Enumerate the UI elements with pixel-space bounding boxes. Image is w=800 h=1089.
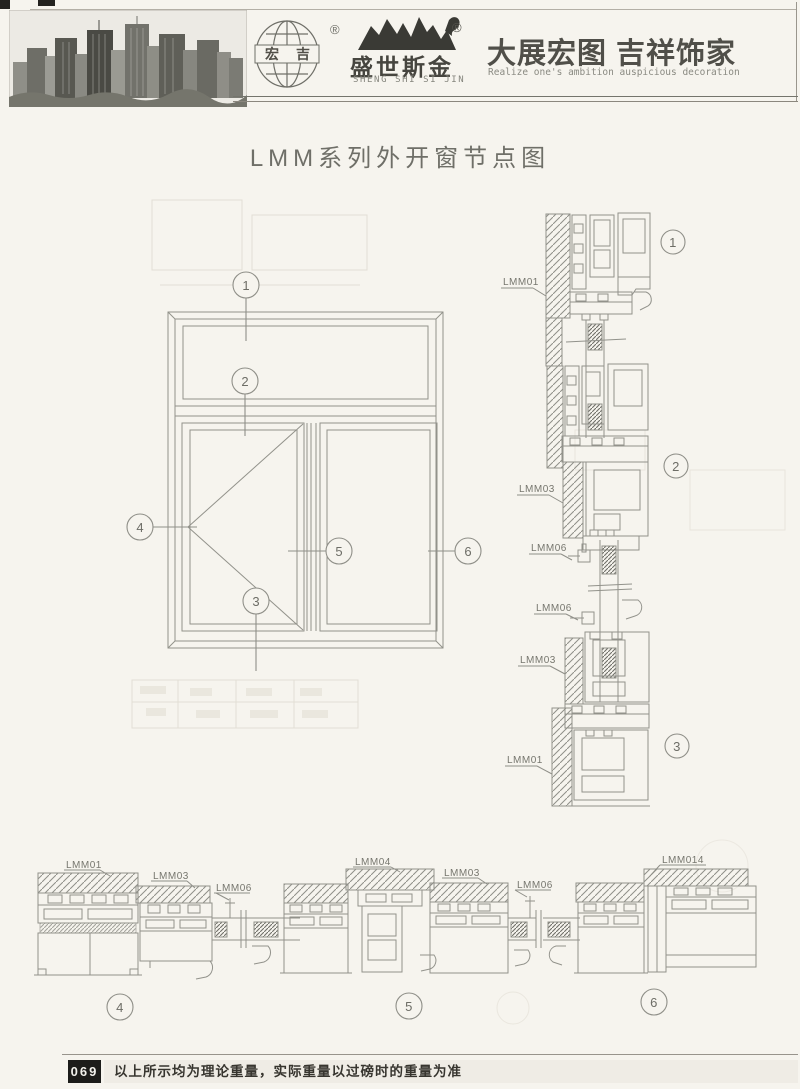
profile-label: LMM06 — [517, 880, 553, 891]
header-top-rule — [30, 9, 796, 10]
break-line — [565, 338, 627, 343]
footer-bar — [104, 1060, 798, 1083]
horizontal-detail-6 — [543, 868, 757, 974]
callout-2: 2 — [241, 374, 248, 389]
horizontal-section-annotations: LMM01 LMM03 LMM06 LMM04 LMM03 LMM06 LMM0… — [64, 855, 706, 1021]
shengshisijin-mountain-logo — [358, 17, 460, 50]
print-mark — [38, 0, 55, 6]
profile-label: LMM03 — [519, 484, 555, 495]
profile-label: LMM01 — [507, 755, 543, 766]
brand-name-cn: 盛世斯金 — [350, 54, 454, 80]
opening-symbol — [187, 526, 304, 631]
transom-panel — [182, 325, 429, 400]
callout-5: 5 — [335, 544, 342, 559]
window-elevation — [167, 311, 444, 649]
profile-label: LMM01 — [503, 277, 539, 288]
casement-sash-inner — [189, 429, 298, 625]
profile-label: LMM01 — [66, 860, 102, 871]
section-circle-4: 4 — [116, 1000, 124, 1015]
break-line — [587, 583, 633, 587]
horizontal-detail-4 — [34, 872, 300, 980]
profile-label: LMM06 — [216, 883, 252, 894]
brand-name-en: SHENG SHI SI JIN — [353, 75, 466, 85]
callout-6: 6 — [464, 544, 471, 559]
footer-rule — [62, 1054, 798, 1055]
page-title: LMM系列外开窗节点图 — [249, 145, 551, 172]
horizontal-section-details — [34, 868, 757, 980]
section-circle-3: 3 — [673, 739, 681, 754]
section-circle-5: 5 — [405, 999, 413, 1014]
profile-label: LMM03 — [520, 655, 556, 666]
profile-label: LMM014 — [662, 855, 704, 866]
page-number: 069 — [68, 1060, 101, 1083]
registered-mark: ® — [330, 22, 340, 37]
footer-note: 以上所示均为理论重量，实际重量以过磅时的重量为准 — [114, 1064, 462, 1079]
header-divider — [233, 101, 798, 102]
profile-label: LMM03 — [153, 871, 189, 882]
vertical-section-annotations: LMM01 LMM03 LMM06 LMM06 LMM03 LMM01 1 2 … — [501, 229, 690, 775]
vertical-detail-1 — [545, 212, 652, 438]
profile-label: LMM06 — [531, 543, 567, 554]
registered-mark: ® — [452, 20, 462, 35]
break-line — [587, 588, 633, 592]
print-mark — [0, 0, 10, 9]
slogan-cn: 大展宏图 吉祥饰家 — [487, 38, 737, 70]
callout-3: 3 — [252, 594, 259, 609]
city-skyline-photo — [9, 10, 247, 107]
hongji-logo-text: 宏吉 — [265, 46, 320, 62]
hongji-globe-logo: 宏吉 — [254, 20, 320, 88]
section-circle-1: 1 — [669, 235, 677, 250]
fixed-panel-inner — [326, 429, 431, 625]
section-circle-2: 2 — [672, 459, 680, 474]
header-right-edge — [796, 2, 797, 102]
buildings — [13, 16, 243, 98]
section-circle-6: 6 — [650, 995, 658, 1010]
fixed-panel-outer — [319, 422, 438, 632]
callout-4: 4 — [136, 520, 143, 535]
vertical-section-details — [545, 212, 652, 807]
opening-symbol — [187, 423, 304, 528]
callout-1: 1 — [242, 278, 249, 293]
profile-label: LMM06 — [536, 603, 572, 614]
vertical-detail-3 — [551, 599, 650, 807]
elevation-callouts: 1 2 3 4 5 6 — [126, 271, 482, 671]
slogan-en: Realize one's ambition auspicious decora… — [488, 67, 740, 78]
profile-label: LMM04 — [355, 857, 391, 868]
header-divider — [233, 96, 798, 97]
vertical-detail-2 — [546, 363, 649, 702]
foreground-trees — [9, 89, 247, 107]
horizontal-detail-5 — [280, 868, 542, 974]
profile-label: LMM03 — [444, 868, 480, 879]
